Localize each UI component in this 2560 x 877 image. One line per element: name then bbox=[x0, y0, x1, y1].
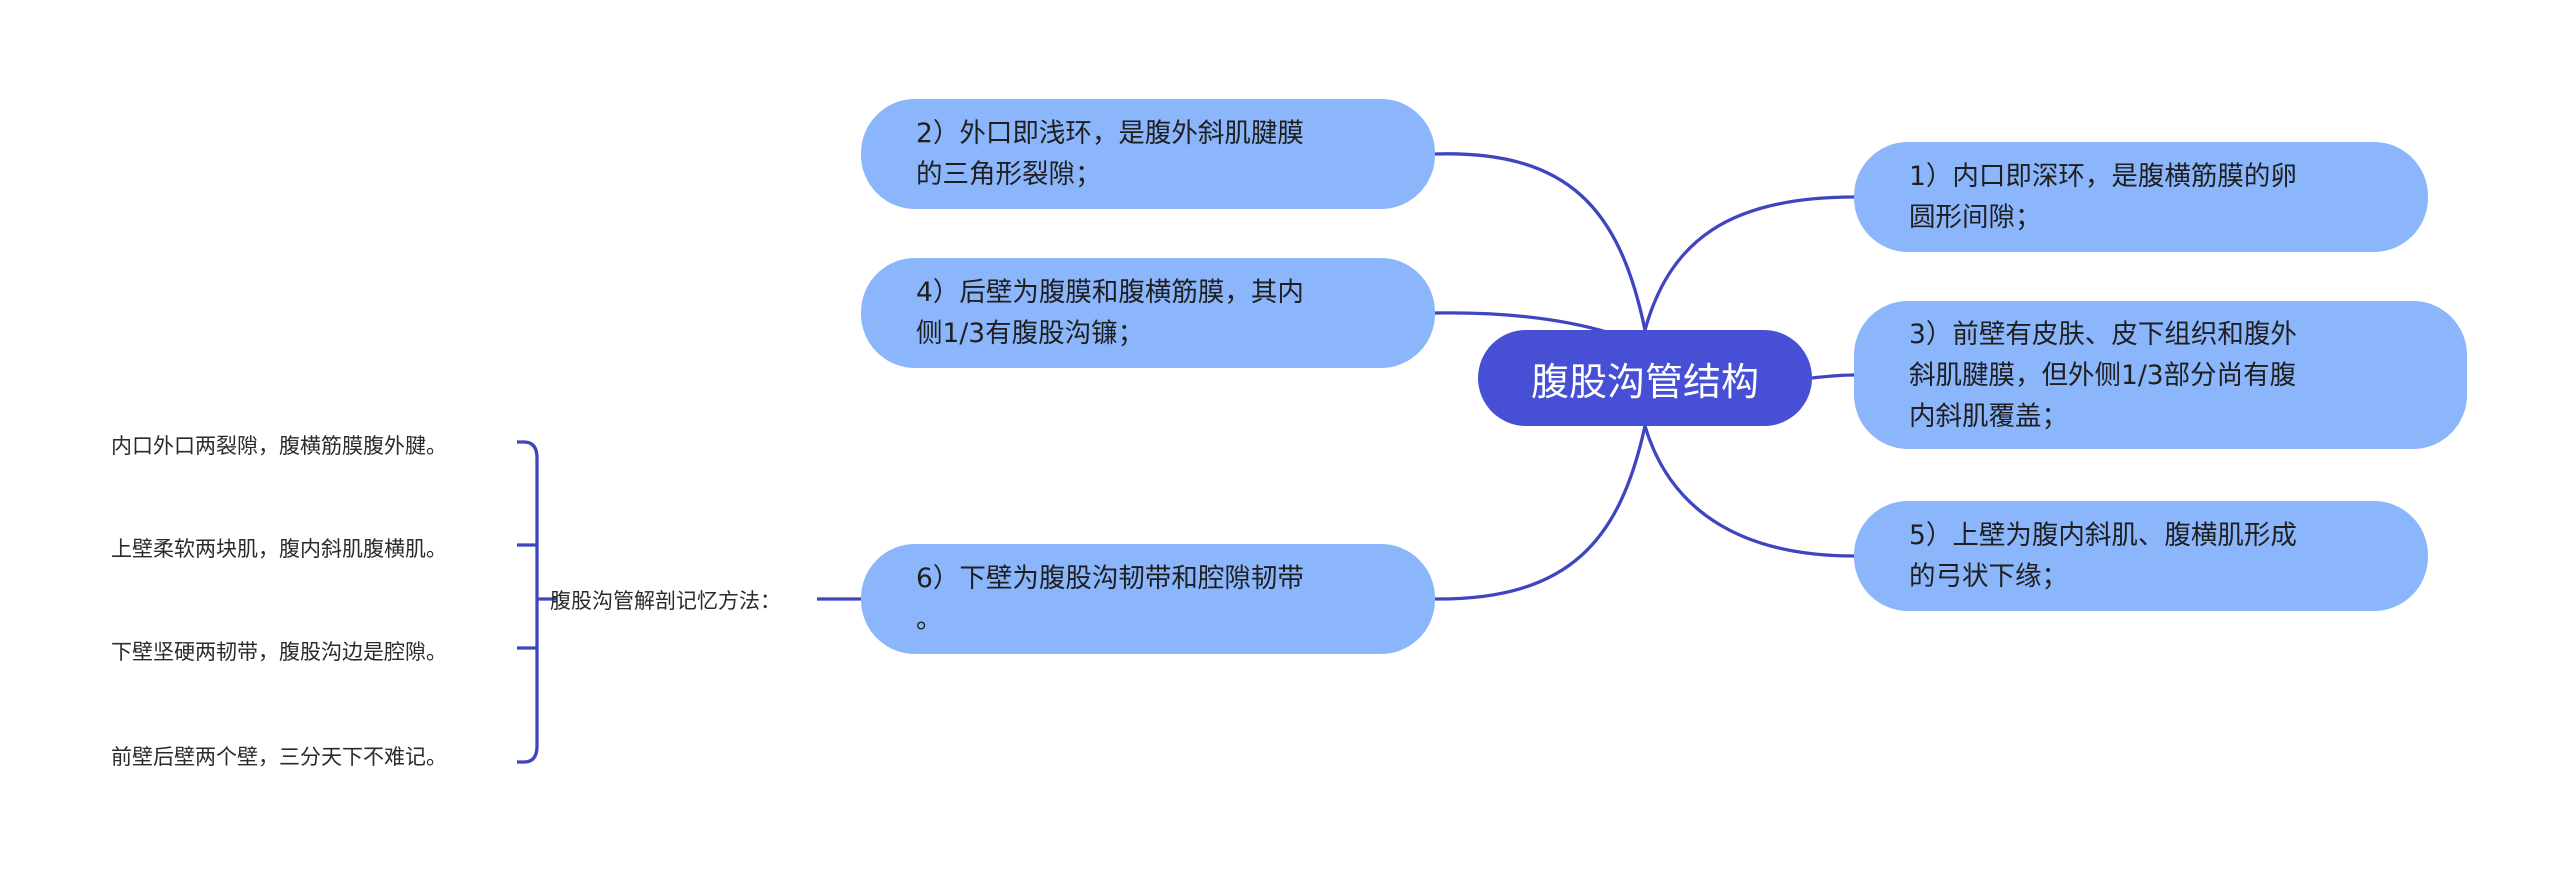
topic-outer-ring-text: 2）外口即浅环，是腹外斜肌腱膜 的三角形裂隙； bbox=[916, 118, 1304, 190]
mnemonic-line-4[interactable]: 前壁后壁两个壁，三分天下不难记。 bbox=[111, 745, 447, 769]
central-topic[interactable]: 腹股沟管结构 bbox=[1478, 330, 1812, 426]
connector-center-to-item-1 bbox=[1643, 195, 1855, 331]
topic-superior-wall-text: 5）上壁为腹内斜肌、腹横肌形成 的弓状下缘； bbox=[1909, 520, 2297, 592]
mnemonic-bracket bbox=[517, 440, 539, 764]
topic-inferior-wall[interactable]: 6）下壁为腹股沟韧带和腔隙韧带 。 bbox=[861, 544, 1435, 654]
topic-posterior-wall-text: 4）后壁为腹膜和腹横筋膜，其内 侧1/3有腹股沟镰； bbox=[916, 277, 1304, 349]
topic-anterior-wall[interactable]: 3）前壁有皮肤、皮下组织和腹外 斜肌腱膜，但外侧1/3部分尚有腹 内斜肌覆盖； bbox=[1854, 301, 2467, 449]
connector-center-to-item-3 bbox=[1811, 373, 1855, 380]
topic-outer-ring[interactable]: 2）外口即浅环，是腹外斜肌腱膜 的三角形裂隙； bbox=[861, 99, 1435, 209]
central-topic-label: 腹股沟管结构 bbox=[1530, 359, 1759, 404]
mnemonic-line-1[interactable]: 内口外口两裂隙，腹横筋膜腹外腱。 bbox=[111, 434, 447, 458]
topic-inferior-wall-text: 6）下壁为腹股沟韧带和腔隙韧带 。 bbox=[916, 563, 1304, 635]
connector-center-to-item-2 bbox=[1434, 152, 1647, 331]
mnemonic-title[interactable]: 腹股沟管解剖记忆方法： bbox=[550, 589, 781, 613]
topic-inner-ring-text: 1）内口即深环，是腹横筋膜的卵 圆形间隙； bbox=[1909, 161, 2297, 233]
topic-anterior-wall-text: 3）前壁有皮肤、皮下组织和腹外 斜肌腱膜，但外侧1/3部分尚有腹 内斜肌覆盖； bbox=[1909, 318, 2297, 432]
topic-superior-wall[interactable]: 5）上壁为腹内斜肌、腹横肌形成 的弓状下缘； bbox=[1854, 501, 2428, 611]
topic-inner-ring[interactable]: 1）内口即深环，是腹横筋膜的卵 圆形间隙； bbox=[1854, 142, 2428, 252]
connector-center-to-item-5 bbox=[1643, 425, 1855, 558]
topic-posterior-wall[interactable]: 4）后壁为腹膜和腹横筋膜，其内 侧1/3有腹股沟镰； bbox=[861, 258, 1435, 368]
mnemonic-line-3[interactable]: 下壁坚硬两韧带，腹股沟边是腔隙。 bbox=[111, 640, 447, 664]
mnemonic-line-2[interactable]: 上壁柔软两块肌，腹内斜肌腹横肌。 bbox=[111, 537, 447, 561]
connector-center-to-item-6 bbox=[1434, 425, 1647, 601]
connector-center-to-item-4 bbox=[1434, 311, 1611, 335]
